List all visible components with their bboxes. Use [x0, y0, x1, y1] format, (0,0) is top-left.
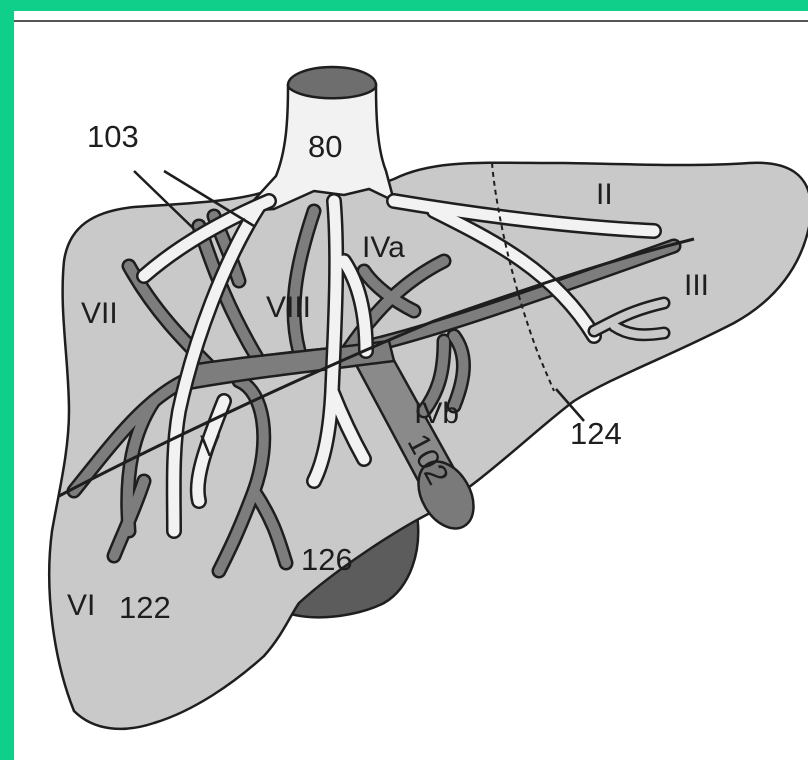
label-fissure: 124	[570, 416, 622, 451]
label-segment-vi: VI	[67, 589, 95, 622]
label-hepatic-veins: 103	[87, 119, 139, 154]
label-vena-cava: 80	[308, 129, 342, 164]
label-segment-viii: VIII	[266, 291, 311, 324]
label-gallbladder: 126	[301, 542, 353, 577]
label-segment-vii: VII	[81, 297, 118, 330]
label-liver: 122	[119, 590, 171, 625]
figure-frame: II III IVa IVb V VI VII VIII 80 103 102 …	[14, 11, 808, 760]
label-segment-v: V	[200, 430, 220, 463]
label-segment-ii: II	[596, 178, 613, 211]
label-segment-ivb: IVb	[414, 397, 459, 430]
label-segment-iii: III	[684, 269, 709, 302]
liver-diagram: II III IVa IVb V VI VII VIII 80 103 102 …	[14, 11, 808, 760]
label-segment-iva: IVa	[362, 231, 405, 264]
